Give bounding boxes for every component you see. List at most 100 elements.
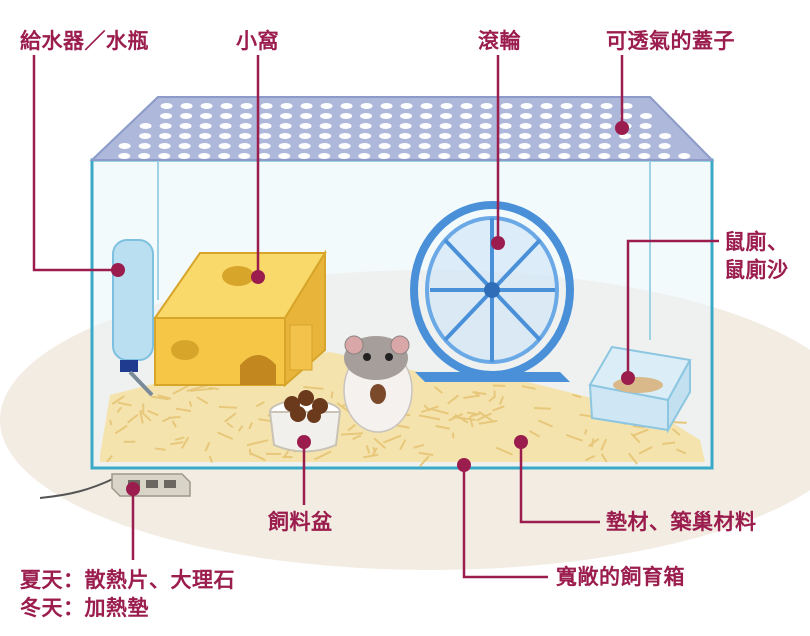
lid-hole [300,103,313,109]
label-toilet-line2: 鼠廁沙 [724,258,789,282]
lid-hole [138,153,151,159]
bedding-strand [347,423,356,432]
bedding-strand [174,436,185,441]
lid-hole [420,113,433,119]
lid-hole [419,133,432,139]
lid-hole [300,113,313,119]
lid-hole [500,113,513,119]
bedding-strand [435,424,451,430]
bedding-strand [303,385,324,390]
lid-hole [399,133,412,139]
bedding-strand [186,384,209,392]
lid-hole [560,103,573,109]
bedding-strand [114,424,128,435]
lid-hole [520,113,533,119]
lid-hole [380,103,393,109]
lid-hole [499,123,512,129]
lid-hole [638,153,651,159]
lid-hole [618,143,631,149]
lid-hole [160,103,173,109]
bedding-strand [447,394,460,405]
bedding-strand [638,446,653,455]
lid-hole [658,153,671,159]
bedding-strand [382,434,402,444]
lid-hole [199,123,212,129]
lid-hole [380,113,393,119]
bedding-strand [478,419,498,425]
lid-hole [358,143,371,149]
bedding-strand [675,448,687,455]
lid-hole [298,153,311,159]
lid-hole [159,123,172,129]
label-lid: 可透氣的蓋子 [606,29,735,53]
bedding-strand [429,407,449,415]
lid-hole [398,153,411,159]
bedding-strand [127,413,139,424]
lid-hole [539,133,552,139]
label-temperature: 夏天：散熱片、大理石 冬天：加熱墊 [20,566,235,622]
lid-hole [238,143,251,149]
lid-hole [458,143,471,149]
bedding-strand [587,437,600,448]
bedding-strand [139,409,152,422]
bedding-strand [419,455,430,467]
cheese-hideout-icon [153,249,327,388]
bedding-strand [111,395,125,405]
lid-hole [559,123,572,129]
bedding-strand [630,432,641,444]
lid-hole [640,113,653,119]
lid-hole [220,103,233,109]
lid-hole [399,123,412,129]
lid-hole [600,103,613,109]
lid-hole [519,123,532,129]
bedding-strand [565,433,583,442]
lid-hole [379,123,392,129]
lid-hole [158,143,171,149]
lid-hole [219,123,232,129]
lid-hole [460,113,473,119]
lid-hole [440,103,453,109]
hamster-icon [343,335,413,433]
lid-hole [339,123,352,129]
lid-hole [579,123,592,129]
lid-hole [598,143,611,149]
lid-hole [600,113,613,119]
bedding-strand [413,443,425,449]
bedding-strand [175,407,192,413]
lid-hole [580,113,593,119]
lid-hole [159,133,172,139]
label-food-bowl: 飼料盆 [268,510,333,534]
bedding-strand [208,386,219,390]
bedding-strand [498,396,505,405]
lid-hole [400,103,413,109]
label-cage: 寬敞的飼育箱 [556,565,685,589]
lid-hole [258,143,271,149]
lid-hole [560,113,573,119]
lid-hole [598,153,611,159]
lid-hole [459,133,472,139]
bedding-strand [116,406,123,413]
lid-hole [478,143,491,149]
lid-hole [480,113,493,119]
lid-hole [339,133,352,139]
lid-hole [438,153,451,159]
label-water-bottle: 給水器／水瓶 [20,29,149,53]
lid-hole [358,153,371,159]
bedding-strand [600,453,608,463]
lid-hole [519,133,532,139]
lid-hole [500,103,513,109]
lid-hole [579,133,592,139]
lid-hole [558,143,571,149]
bedding-strand [155,447,166,451]
label-summer: 夏天：散熱片、大理石 [20,568,235,592]
bedding-strand [478,410,494,422]
lid-hole [298,143,311,149]
lid-hole [278,153,291,159]
bedding-strand [106,454,113,463]
lid-hole [279,133,292,139]
lid-hole [238,153,251,159]
lid-hole [518,153,531,159]
label-toilet: 鼠廁、 鼠廁沙 [724,228,789,284]
lid-hole [299,123,312,129]
lid-hole [540,103,553,109]
